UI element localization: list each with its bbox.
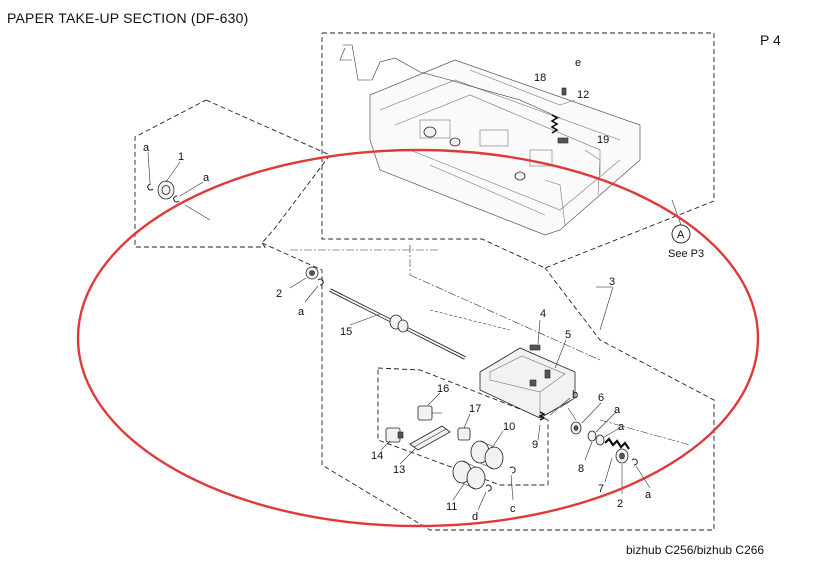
callout-15: 15 — [340, 326, 352, 338]
callout-1: 1 — [178, 151, 184, 163]
wire-guide-18 — [343, 44, 561, 119]
callout-19: 19 — [597, 134, 609, 146]
part-19 — [557, 137, 569, 144]
screw-e — [561, 87, 567, 96]
spring-9 — [538, 411, 546, 421]
roller-1 — [147, 180, 180, 203]
callout-a1: a — [143, 142, 150, 154]
callout-8: 8 — [578, 463, 584, 475]
callout-5: 5 — [565, 329, 571, 341]
callout-a5: a — [618, 421, 625, 433]
roller-11 — [452, 460, 486, 490]
callout-18: 18 — [534, 72, 546, 84]
callout-13: 13 — [393, 464, 405, 476]
gear-14 — [385, 427, 404, 443]
model-footer: bizhub C256/bizhub C266 — [626, 543, 765, 557]
callout-6: 6 — [598, 392, 604, 404]
spring-12 — [550, 114, 559, 134]
ring-d — [485, 484, 492, 492]
callout-a3: a — [298, 306, 305, 318]
bearing-6 — [570, 421, 582, 435]
callout-16: 16 — [437, 383, 449, 395]
ref-see-p3: See P3 — [668, 248, 704, 260]
callout-a2: a — [203, 172, 210, 184]
callout-c: c — [510, 503, 516, 515]
shaft-15 — [329, 288, 466, 360]
callout-d: d — [472, 511, 478, 523]
ref-letter-a: A — [677, 229, 685, 241]
callout-12: 12 — [577, 89, 589, 101]
callout-10: 10 — [503, 421, 515, 433]
frame-dashed-outline — [321, 32, 715, 269]
roller-10 — [470, 440, 504, 470]
callout-17: 17 — [469, 403, 481, 415]
gear-16 — [417, 405, 442, 421]
bearing-2-left — [305, 266, 324, 286]
pad-4 — [529, 344, 541, 351]
ring-c — [509, 466, 516, 474]
page-number: P 4 — [760, 32, 781, 48]
holder-5 — [479, 347, 576, 419]
lever-13 — [409, 425, 451, 451]
callout-2-left: 2 — [276, 288, 282, 300]
main-dashed-outline — [261, 242, 715, 531]
callout-a4: a — [614, 404, 621, 416]
spring-7 — [604, 437, 630, 450]
gear-17 — [457, 427, 471, 441]
callout-7: 7 — [598, 483, 604, 495]
callout-14: 14 — [371, 450, 383, 462]
callout-4: 4 — [540, 308, 546, 320]
callout-3: 3 — [609, 276, 615, 288]
highlight-ellipse — [76, 148, 760, 528]
callout-2-right: 2 — [617, 498, 623, 510]
ref-circle-a — [671, 224, 691, 244]
callout-e: e — [575, 57, 581, 69]
frame-assembly — [369, 59, 641, 236]
left-dashed-outline — [134, 99, 331, 248]
washer-8 — [587, 430, 605, 446]
gear-group-outline — [377, 367, 549, 486]
callout-a6: a — [645, 489, 652, 501]
callout-9: 9 — [532, 439, 538, 451]
callout-11: 11 — [446, 501, 457, 513]
page-title: PAPER TAKE-UP SECTION (DF-630) — [7, 10, 249, 26]
bearing-2-right — [615, 448, 638, 466]
callout-b: b — [572, 389, 578, 401]
